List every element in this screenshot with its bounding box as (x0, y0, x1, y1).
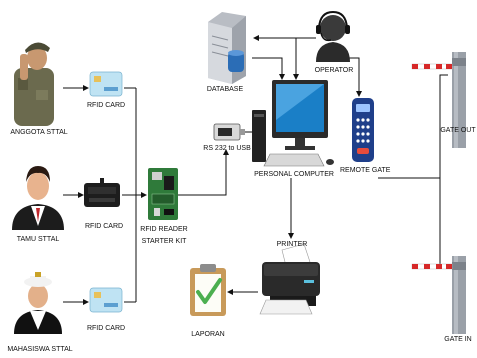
label-gate-out: GATE OUT (440, 127, 476, 134)
connector-reader-rs232 (178, 149, 229, 196)
label-anggota: ANGGOTA STTAL (10, 129, 68, 136)
label-rfid-card-3: RFID CARD (86, 325, 126, 332)
circuit-board-icon (148, 168, 178, 220)
boom-gate-icon (411, 52, 466, 148)
label-rfid-card-2: RFID CARD (84, 223, 124, 230)
rfid-card-icon (89, 287, 123, 313)
operator-headset-icon (316, 10, 350, 62)
rfid-card-icon (89, 71, 123, 97)
label-rfid-card-1: RFID CARD (86, 102, 126, 109)
label-operator: OPERATOR (314, 67, 354, 74)
remote-control-icon (352, 98, 374, 162)
label-laporan: LAPORAN (191, 331, 225, 338)
boom-gate-icon (411, 256, 466, 334)
label-rfid-reader-line1: RFID READER (140, 226, 188, 233)
student-icon (14, 272, 62, 334)
soldier-icon (14, 42, 54, 126)
connector-operator-remote (339, 57, 362, 97)
database-server-icon (208, 12, 246, 84)
guest-icon (12, 166, 64, 230)
label-personal-computer: PERSONAL COMPUTER (254, 171, 334, 178)
printer-icon (259, 243, 320, 315)
connector-database-computer (252, 57, 285, 80)
usb-adapter-icon (213, 123, 245, 141)
label-rs232: RS 232 to USB (203, 145, 251, 152)
connector-remote-gateout (378, 74, 448, 179)
connector-remote-gatein (439, 178, 448, 269)
rfid-reader-icon (84, 178, 120, 207)
connector-operator-computer (293, 37, 316, 80)
clipboard-report-icon (190, 264, 226, 316)
label-rfid-reader-line2: STARTER KIT (141, 238, 187, 245)
label-mahasiswa: MAHASISWA STTAL (7, 346, 73, 353)
label-gate-in: GATE IN (444, 336, 472, 343)
label-tamu: TAMU STTAL (16, 236, 60, 243)
label-remote-gate: REMOTE GATE (340, 167, 391, 174)
label-printer: PRINTER (276, 241, 308, 248)
label-database: DATABASE (206, 86, 244, 93)
computer-icon (252, 80, 334, 167)
